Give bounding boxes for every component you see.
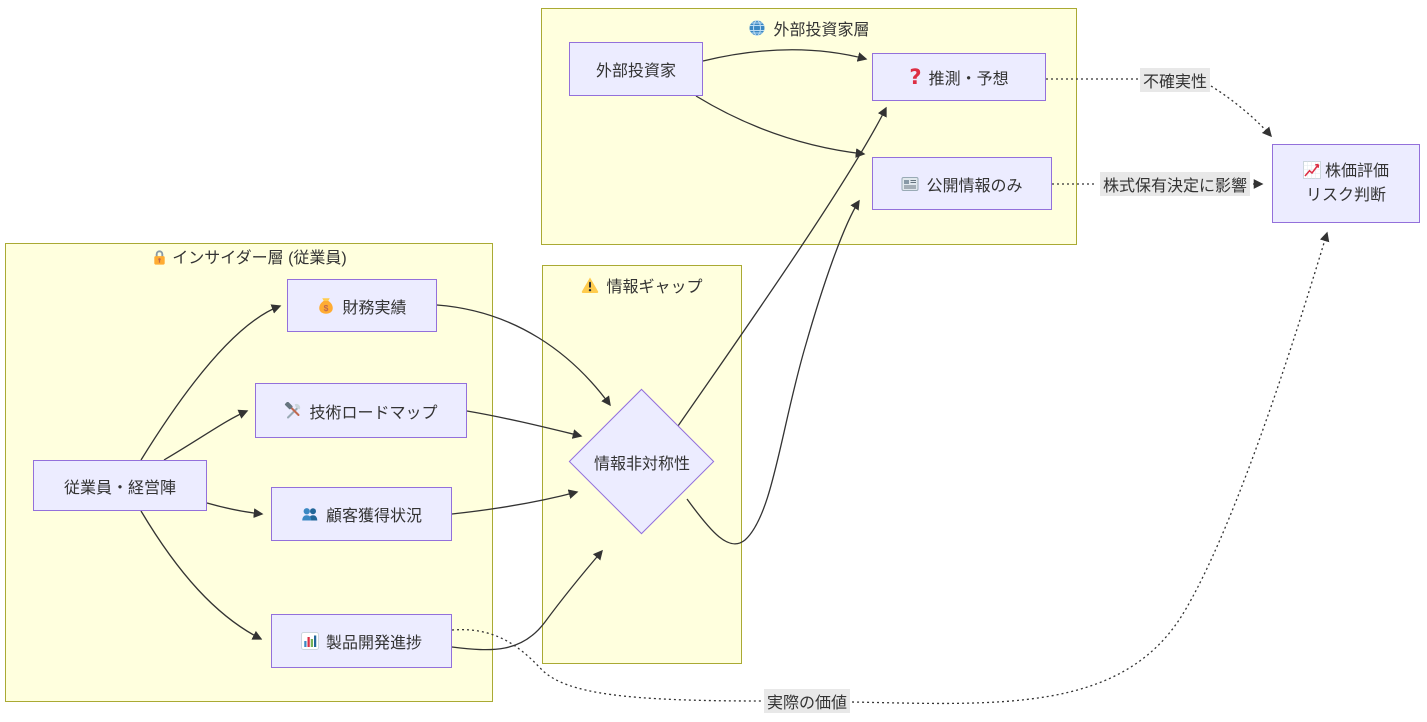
node-employees-mgmt: 従業員・経営陣	[33, 460, 207, 511]
node-label: 顧客獲得状況	[325, 508, 422, 525]
node-label: 外部投資家	[595, 63, 676, 80]
cluster-info-gap-title: 情報ギャップ	[543, 273, 741, 297]
barchart-icon	[300, 632, 319, 650]
lock-icon	[151, 249, 168, 266]
node-product-progress: 製品開発進捗	[271, 614, 452, 668]
edge-label-uncertainty: 不確実性	[1139, 68, 1211, 92]
svg-text:$: $	[324, 303, 329, 313]
edge-product-to-valuation-b	[851, 231, 1330, 705]
warning-icon	[581, 276, 599, 294]
edge-label-holding-decision: 株式保有決定に影響	[1099, 172, 1251, 196]
node-info-asymmetry-label: 情報非対称性	[593, 456, 691, 473]
node-label: 公開情報のみ	[926, 177, 1023, 195]
node-label: 推測・予想	[928, 71, 1009, 88]
node-label-wrap: 株価評価リスク判断	[1297, 160, 1395, 206]
globe-icon	[748, 19, 766, 37]
node-speculation: ? 推測・予想	[872, 53, 1046, 101]
node-label: 製品開発進捗	[325, 635, 422, 652]
cluster-title-text: 外部投資家層	[773, 22, 870, 39]
node-public-info: 公開情報のみ	[872, 157, 1052, 210]
newspaper-icon	[901, 175, 919, 193]
node-stock-valuation: 株価評価リスク判断	[1272, 144, 1420, 223]
node-financial-results: $ 財務実績	[287, 279, 437, 332]
cluster-title-text: インサイダー層 (従業員)	[172, 250, 347, 267]
edge-label-actual-value: 実際の価値	[763, 689, 851, 713]
question-icon: ?	[909, 64, 922, 89]
cluster-title-text: 情報ギャップ	[606, 279, 703, 296]
moneybag-icon: $	[317, 297, 335, 315]
node-label: 財務実績	[342, 299, 407, 317]
node-outside-investor: 外部投資家	[569, 42, 703, 96]
node-label: 従業員・経営陣	[63, 479, 176, 497]
node-label: 技術ロードマップ	[309, 404, 438, 422]
node-label: 株価評価リスク判断	[1305, 163, 1389, 204]
node-tech-roadmap: 技術ロードマップ	[255, 383, 467, 438]
cluster-outer-investors-title: 外部投資家層	[542, 16, 1076, 40]
cluster-insiders-title: インサイダー層 (従業員)	[147, 248, 352, 270]
tools-icon	[284, 401, 302, 420]
chartup-icon	[1302, 161, 1321, 180]
people-icon	[301, 505, 319, 523]
edge-speculation-to-valuation-b	[1210, 85, 1272, 138]
node-customer-acquisition: 顧客獲得状況	[271, 487, 452, 541]
